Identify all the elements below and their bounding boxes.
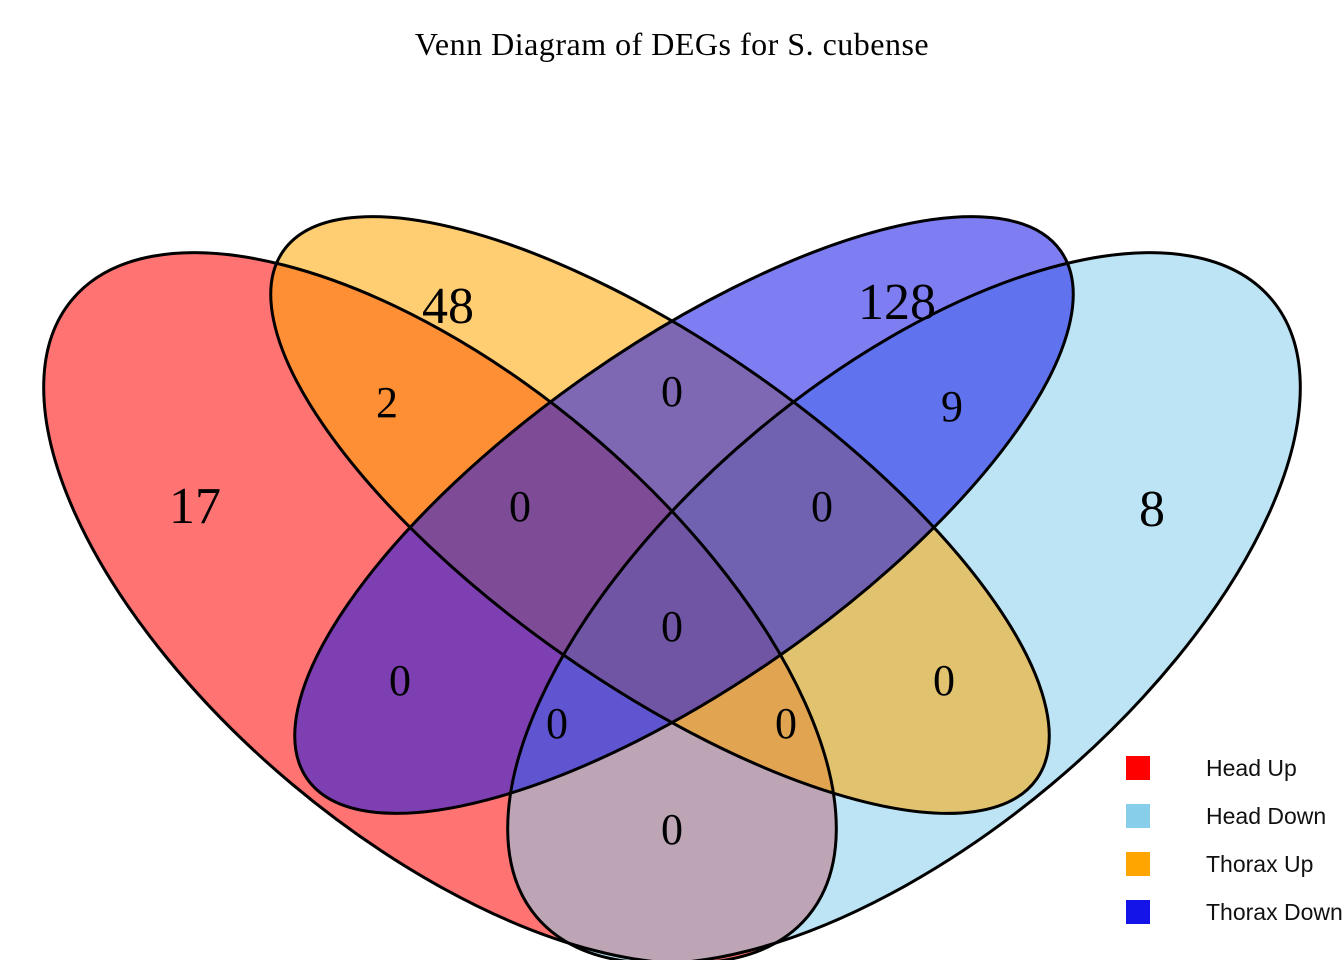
legend-label-thorax-up: Thorax Up: [1206, 850, 1314, 877]
venn-fills: [43, 216, 1301, 960]
legend-item-head-up: Head Up: [1126, 744, 1343, 792]
venn-outlines: [42, 215, 1302, 960]
legend-label-head-up: Head Up: [1206, 754, 1297, 781]
ellipse-head-up-outline: [42, 251, 838, 960]
legend-label-thorax-down: Thorax Down: [1206, 898, 1343, 925]
legend-item-thorax-down: Thorax Down: [1126, 888, 1343, 936]
ellipse-head-down-outline: [506, 251, 1302, 960]
legend-item-thorax-up: Thorax Up: [1126, 840, 1343, 888]
ellipse-thorax-down-fill: [294, 216, 1074, 814]
legend-label-head-down: Head Down: [1206, 802, 1327, 829]
ellipse-thorax-up-outline: [269, 215, 1051, 815]
legend-swatch-head-down: [1126, 804, 1150, 828]
chart-title: Venn Diagram of DEGs for S. cubense: [414, 26, 930, 62]
legend-swatch-thorax-up: [1126, 852, 1150, 876]
legend-swatch-thorax-down: [1126, 900, 1150, 924]
legend-item-head-down: Head Down: [1126, 792, 1343, 840]
ellipse-thorax-down-outline: [293, 215, 1075, 815]
legend-swatch-head-up: [1126, 756, 1150, 780]
